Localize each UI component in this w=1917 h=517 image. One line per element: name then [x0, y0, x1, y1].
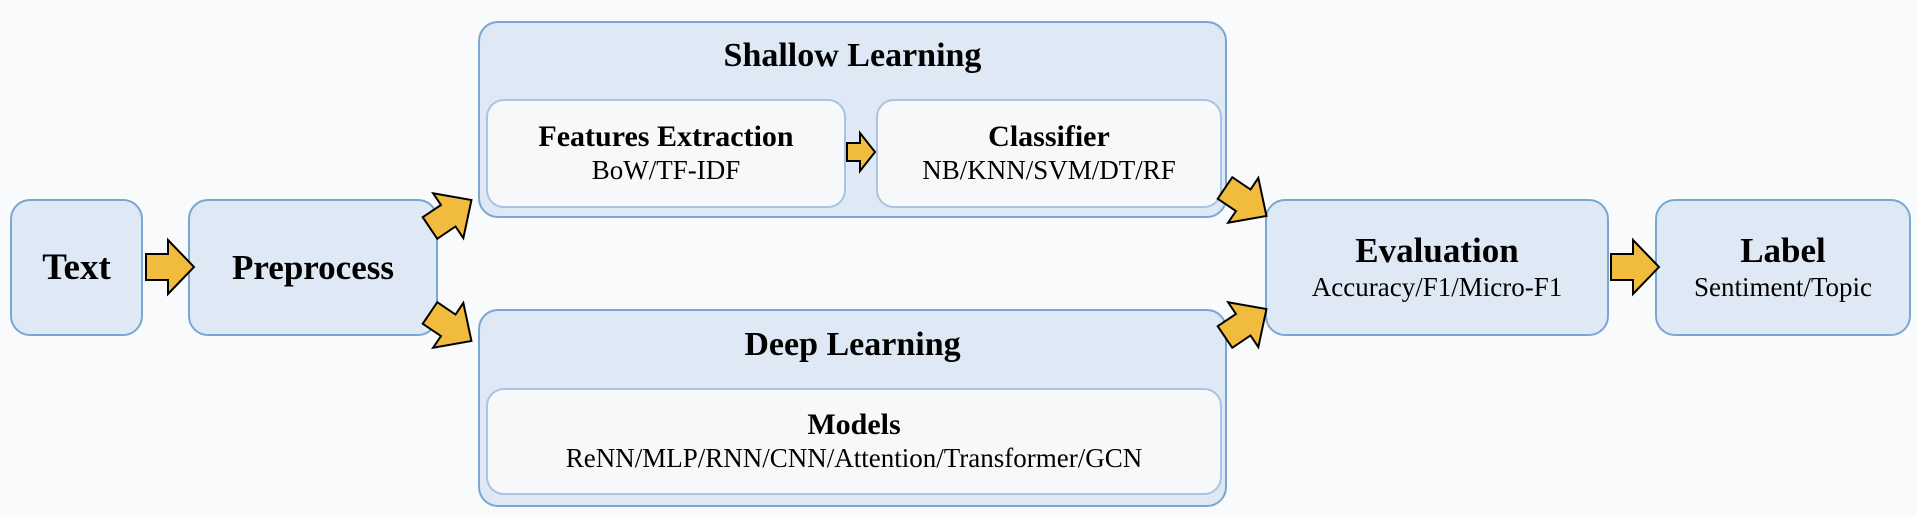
deep-learning-title: Deep Learning — [744, 326, 961, 363]
arrow-icon — [421, 300, 473, 350]
evaluation-subtitle: Accuracy/F1/Micro-F1 — [1311, 272, 1563, 303]
evaluation-node: Evaluation Accuracy/F1/Micro-F1 — [1265, 199, 1609, 336]
shallow-learning-title: Shallow Learning — [723, 37, 982, 74]
arrow-preprocess-to-shallow — [421, 191, 473, 241]
label-title: Label — [1740, 231, 1826, 271]
evaluation-title: Evaluation — [1355, 231, 1519, 271]
arrow-preprocess-to-deep — [421, 300, 473, 350]
preprocess-node: Preprocess — [188, 199, 438, 336]
classifier-title: Classifier — [988, 120, 1110, 154]
arrow-icon — [1216, 175, 1268, 225]
arrow-icon — [145, 237, 196, 297]
arrow-icon — [421, 191, 473, 241]
shallow-learning-group: Shallow Learning Features Extraction BoW… — [478, 21, 1227, 218]
arrow-icon — [1216, 300, 1268, 350]
label-node: Label Sentiment/Topic — [1655, 199, 1911, 336]
models-title: Models — [807, 408, 901, 442]
features-extraction-node: Features Extraction BoW/TF-IDF — [486, 99, 846, 208]
arrow-icon — [846, 130, 877, 174]
classifier-node: Classifier NB/KNN/SVM/DT/RF — [876, 99, 1222, 208]
arrow-evaluation-to-label — [1610, 237, 1661, 297]
deep-learning-group: Deep Learning Models ReNN/MLP/RNN/CNN/At… — [478, 309, 1227, 507]
preprocess-node-title: Preprocess — [232, 247, 394, 287]
arrow-text-to-preprocess — [145, 237, 196, 297]
arrow-deep-to-evaluation — [1216, 300, 1268, 350]
models-subtitle: ReNN/MLP/RNN/CNN/Attention/Transformer/G… — [565, 443, 1143, 474]
arrow-features-to-classifier — [846, 130, 877, 174]
text-node-title: Text — [42, 247, 111, 288]
text-node: Text — [10, 199, 143, 336]
arrow-shallow-to-evaluation — [1216, 175, 1268, 225]
arrow-icon — [1610, 237, 1661, 297]
models-node: Models ReNN/MLP/RNN/CNN/Attention/Transf… — [486, 388, 1222, 495]
features-extraction-subtitle: BoW/TF-IDF — [591, 155, 741, 186]
label-subtitle: Sentiment/Topic — [1693, 272, 1873, 303]
classifier-subtitle: NB/KNN/SVM/DT/RF — [922, 155, 1176, 186]
features-extraction-title: Features Extraction — [538, 120, 794, 154]
